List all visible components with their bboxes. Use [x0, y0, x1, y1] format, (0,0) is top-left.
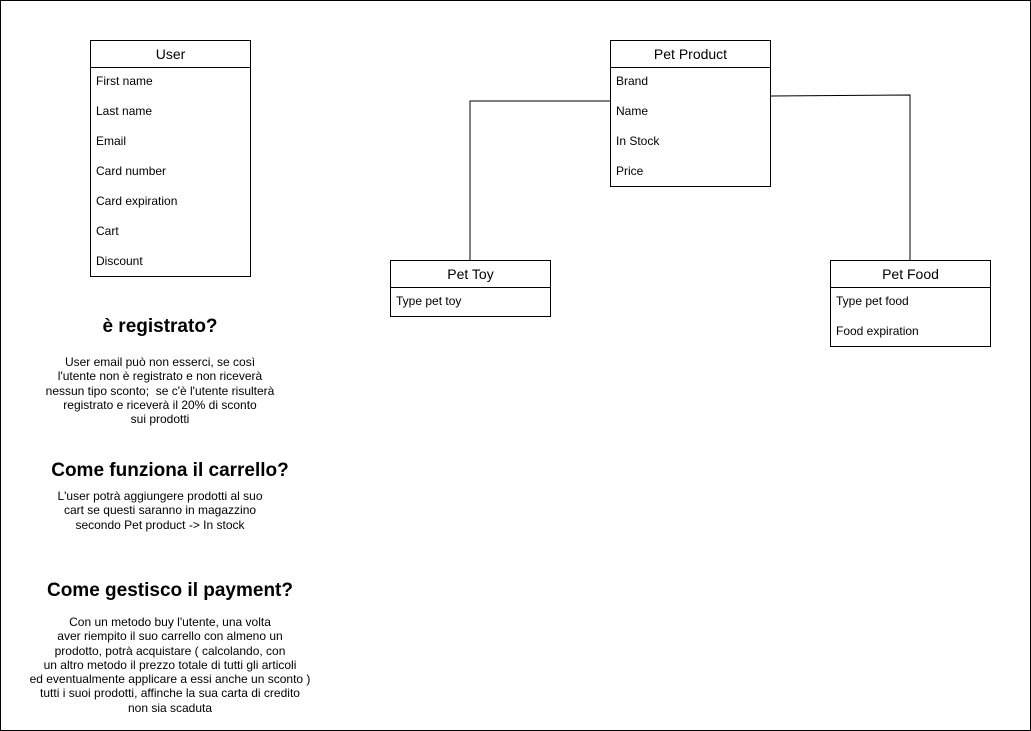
user-attr-last-name: Last name [96, 104, 153, 118]
connector-product-to-food [770, 94, 911, 260]
user-attr-cart: Cart [96, 224, 119, 238]
pet-product-attr-brand: Brand [616, 74, 649, 88]
pet-toy-entity[interactable]: Pet Toy Type pet toy [390, 260, 551, 317]
note-line: registrato e riceverà il 20% di sconto [63, 397, 257, 412]
pet-product-entity[interactable]: Pet Product Brand Name In Stock Price [610, 40, 771, 187]
pet-food-entity[interactable]: Pet Food Type pet food Food expiration [830, 260, 991, 347]
note-line: User email può non esserci, se così [64, 355, 256, 369]
note-line: Con un metodo buy l'utente, una volta [69, 615, 271, 629]
note-line: nessun tipo sconto; se c'è l'utente risu… [45, 383, 275, 398]
user-attr-first-name: First name [96, 74, 153, 88]
note-cart-heading: Come funziona il carrello? [51, 460, 289, 481]
note-line: sui prodotti [130, 412, 190, 427]
note-line: secondo Pet product -> In stock [75, 517, 245, 532]
pet-toy-entity-title: Pet Toy [391, 261, 550, 288]
note-line: L'user potrà aggiungere prodotti al suo [57, 489, 263, 503]
pet-product-entity-title: Pet Product [611, 41, 770, 68]
user-attr-card-expiration: Card expiration [96, 194, 178, 208]
note-payment-heading: Come gestisco il payment? [46, 580, 293, 601]
user-entity[interactable]: User First name Last name Email Card num… [90, 40, 251, 277]
note-registration-heading: è registrato? [102, 316, 218, 337]
pet-food-entity-title: Pet Food [831, 261, 990, 288]
note-line: ed eventualmente applicare a essi anche … [29, 672, 311, 687]
pet-product-attr-in-stock: In Stock [616, 134, 660, 148]
user-entity-title: User [91, 41, 250, 68]
pet-food-attr-expiration: Food expiration [836, 324, 919, 338]
note-line: non sia scaduta [127, 700, 213, 715]
note-line: un altro metodo il prezzo totale di tutt… [43, 657, 297, 672]
note-registration-body: User email può non esserci, se così l'ut… [20, 355, 300, 426]
pet-product-attr-price: Price [616, 164, 644, 178]
note-line: cart se questi saranno in magazzino [63, 503, 257, 518]
note-line: l'utente non è registrato e non riceverà [57, 369, 263, 384]
note-payment-body: Con un metodo buy l'utente, una volta av… [10, 615, 330, 715]
note-line: tutti i suoi prodotti, affinche la sua c… [40, 686, 300, 701]
user-attr-email: Email [96, 134, 127, 148]
note-line: aver riempito il suo carrello con almeno… [57, 629, 283, 644]
user-attr-card-number: Card number [96, 164, 167, 178]
connector-product-to-toy [469, 100, 610, 260]
pet-food-attr-type: Type pet food [836, 294, 909, 308]
pet-toy-attr-type: Type pet toy [396, 294, 462, 308]
user-attr-discount: Discount [96, 254, 143, 268]
note-cart-body: L'user potrà aggiungere prodotti al suo … [20, 489, 300, 532]
pet-product-attr-name: Name [616, 104, 649, 118]
note-line: prodotto, potrà acquistare ( calcolando,… [54, 643, 286, 658]
